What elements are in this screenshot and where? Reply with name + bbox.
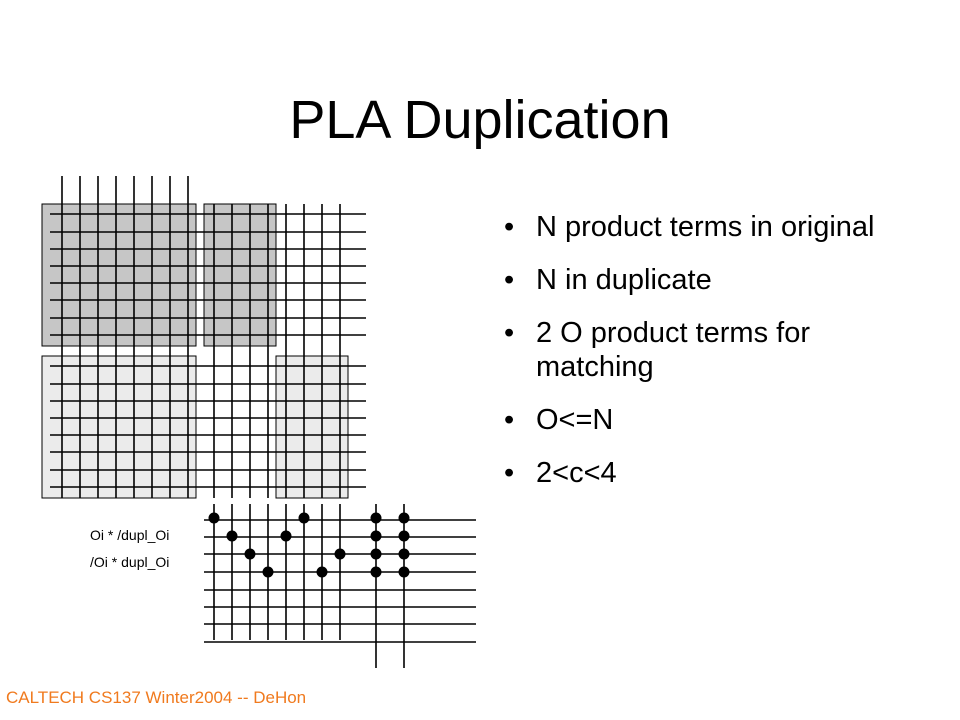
connection-dot [398, 548, 410, 560]
match-label-oi-not-dupl: Oi * /dupl_Oi [90, 527, 170, 543]
bullet-marker: • [504, 457, 515, 489]
connection-dot [334, 548, 346, 560]
pla-grid-lines [50, 176, 476, 668]
bullet-item: • 2 O product terms for matching [498, 316, 898, 384]
match-connection-dots [208, 512, 410, 578]
original-and-plane-block [41, 203, 197, 347]
connection-dot [298, 512, 310, 524]
connection-dot [398, 566, 410, 578]
bullet-marker: • [504, 211, 515, 243]
connection-dot [398, 512, 410, 524]
connection-dot [316, 566, 328, 578]
bullet-text: 2 O product terms for matching [536, 317, 810, 383]
bullet-item: • 2<c<4 [498, 456, 898, 490]
bullet-marker: • [504, 317, 515, 349]
connection-dot [398, 530, 410, 542]
bullet-item: • N in duplicate [498, 263, 898, 297]
connection-dot [244, 548, 256, 560]
bullet-text: N product terms in original [536, 211, 875, 243]
bullet-item: • N product terms in original [498, 210, 898, 244]
bullet-text: O<=N [536, 404, 614, 436]
match-label-not-oi-dupl: /Oi * dupl_Oi [90, 554, 170, 570]
bullet-list: • N product terms in original • N in dupli… [498, 210, 898, 509]
connection-dot [280, 530, 292, 542]
bullet-marker: • [504, 264, 515, 296]
slide-title: PLA Duplication [289, 90, 671, 150]
connection-dot [370, 548, 382, 560]
bullet-marker: • [504, 404, 515, 436]
bullet-item: • O<=N [498, 403, 898, 437]
pla-duplication-diagram [41, 176, 476, 668]
connection-dot [370, 530, 382, 542]
connection-dot [370, 512, 382, 524]
duplicate-or-plane-block [275, 355, 349, 499]
connection-dot [226, 530, 238, 542]
duplicate-and-plane-block [41, 355, 197, 499]
bullet-text: N in duplicate [536, 264, 712, 296]
connection-dot [370, 566, 382, 578]
footer-credit: CALTECH CS137 Winter2004 -- DeHon [6, 688, 307, 707]
connection-dot [262, 566, 274, 578]
connection-dot [208, 512, 220, 524]
bullet-text: 2<c<4 [536, 457, 617, 489]
original-or-plane-block [203, 203, 277, 347]
